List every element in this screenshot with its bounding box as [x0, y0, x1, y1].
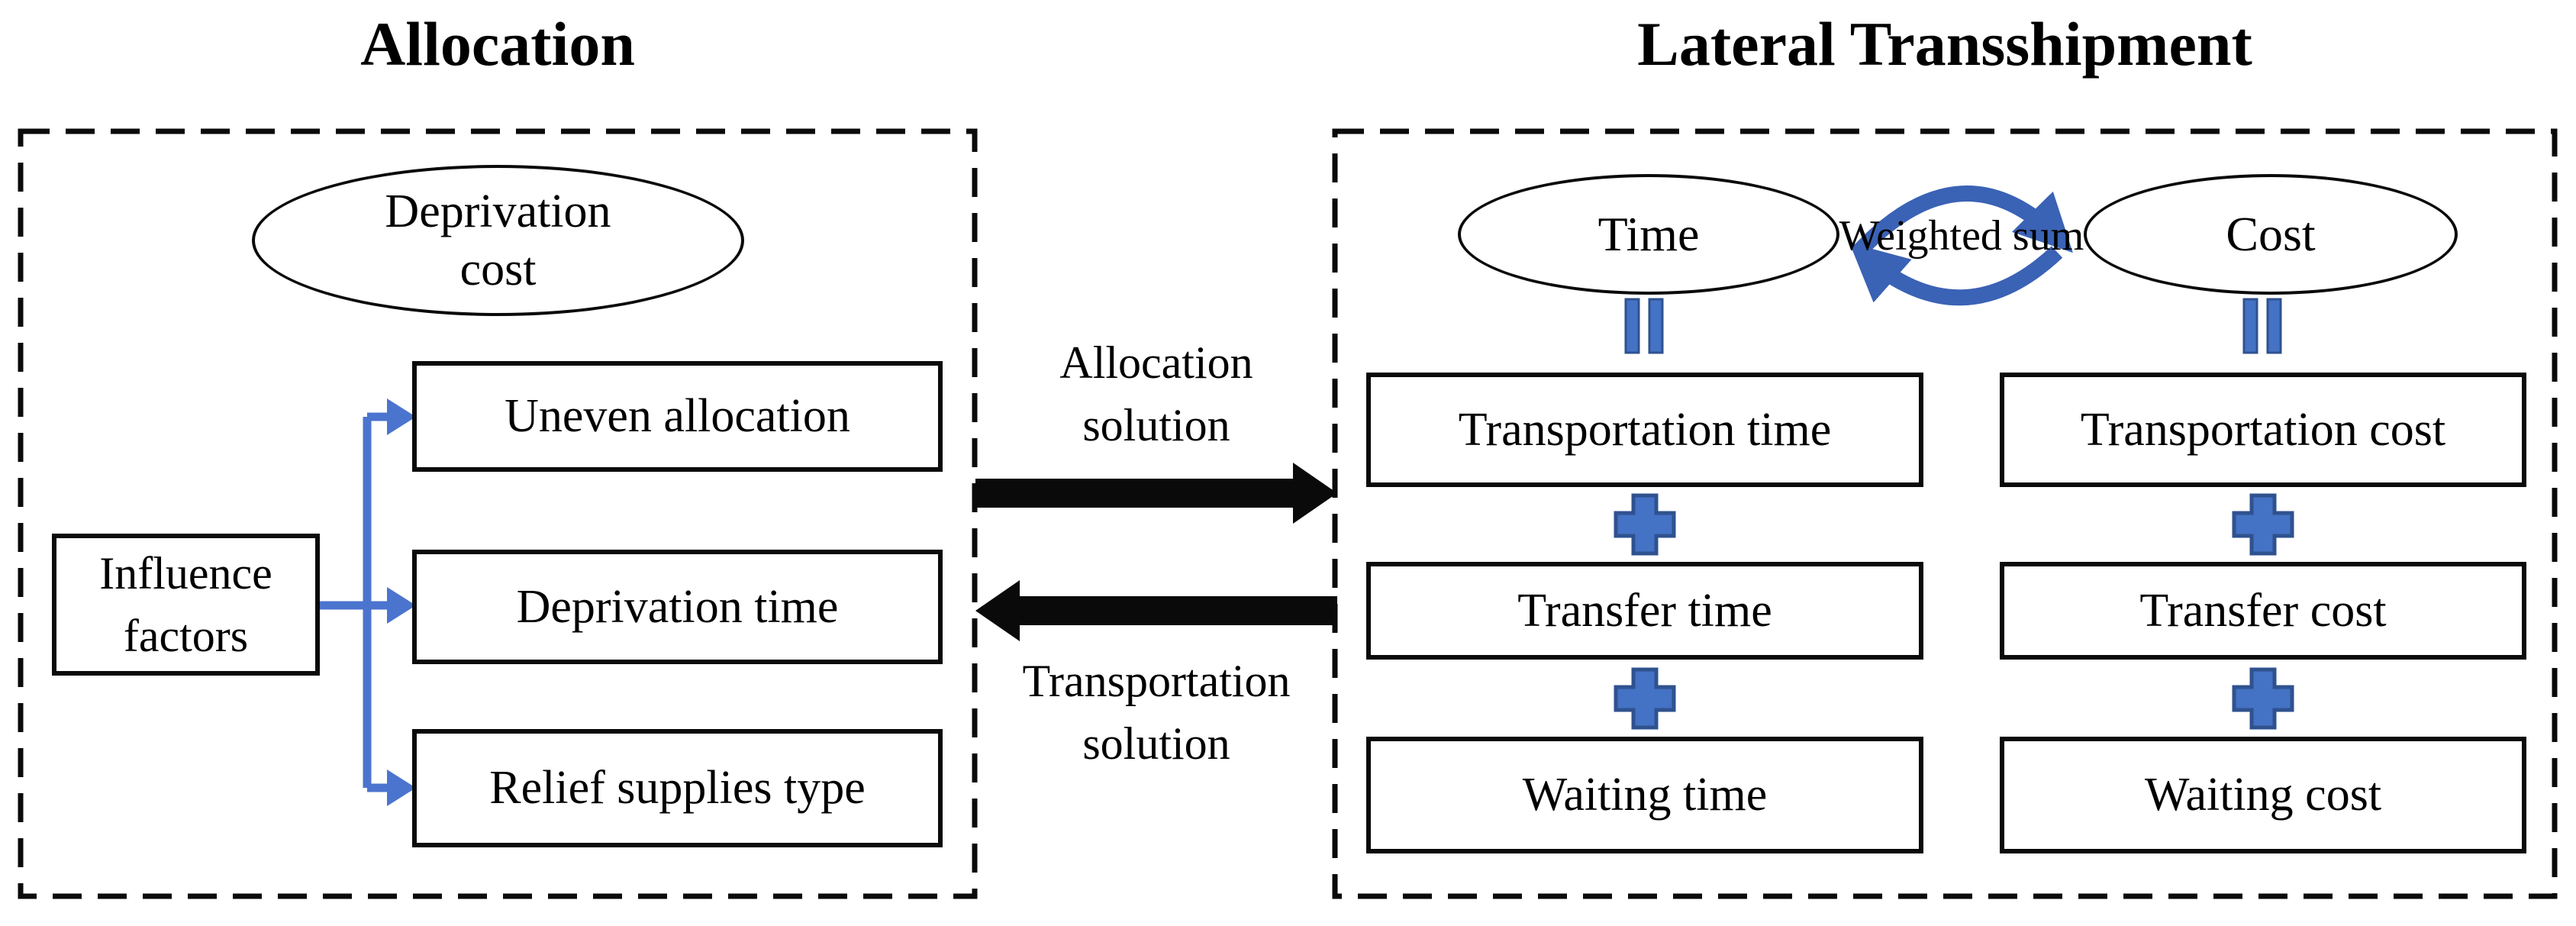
allocation-panel-border [18, 128, 978, 899]
equals-icons [1624, 298, 2282, 354]
transfer-time-box: Transfer time [1366, 562, 1923, 660]
time-label: Time [1598, 207, 1700, 261]
cost-ellipse: Cost [2084, 174, 2458, 295]
deprivation-cost-line1: Deprivation [385, 186, 611, 237]
transportation-solution-line1: Transportation [1022, 656, 1291, 706]
cost-equals-icon [2242, 298, 2258, 354]
plus-icon [2232, 493, 2294, 556]
relief-supplies-type-label: Relief supplies type [489, 762, 866, 814]
lateral-transshipment-title: Lateral Transshipment [1637, 9, 2252, 79]
plus-icon [1614, 493, 1676, 556]
influence-factors-line1: Influence [99, 548, 272, 599]
uneven-allocation-box: Uneven allocation [412, 361, 943, 472]
time-equals-icon [1648, 298, 1664, 354]
waiting-cost-box: Waiting cost [2000, 737, 2526, 853]
relief-supplies-type-box: Relief supplies type [412, 729, 943, 847]
influence-connector-arrowheads [387, 398, 416, 806]
deprivation-time-label: Deprivation time [516, 580, 839, 633]
arrowhead-to-uneven-allocation-icon [387, 398, 416, 435]
waiting-time-label: Waiting time [1522, 769, 1768, 821]
transportation-solution-label: Transportation solution [964, 650, 1349, 775]
deprivation-time-box: Deprivation time [412, 550, 943, 664]
influence-factors-box: Influence factors [52, 534, 320, 676]
allocation-solution-line2: solution [1082, 400, 1230, 450]
cost-equals-icon [2266, 298, 2282, 354]
transportation-solution-line2: solution [1082, 718, 1230, 769]
transshipment-panel-border [1332, 128, 2558, 899]
allocation-solution-label: Allocation solution [975, 331, 1337, 457]
cycle-top-arc-icon [1852, 186, 2073, 258]
deprivation-cost-ellipse: Deprivation cost [252, 165, 744, 316]
transfer-cost-box: Transfer cost [2000, 562, 2526, 660]
transportation-time-label: Transportation time [1458, 403, 1832, 456]
allocation-solution-right-arrow-icon [975, 463, 1337, 524]
transportation-cost-box: Transportation cost [2000, 373, 2526, 487]
transportation-solution-left-arrow-icon [975, 580, 1337, 641]
influence-connector-arrows [320, 412, 388, 792]
transfer-time-label: Transfer time [1517, 584, 1772, 637]
waiting-time-box: Waiting time [1366, 737, 1923, 853]
arrowhead-to-deprivation-time-icon [387, 587, 416, 624]
plus-icon [1614, 667, 1676, 730]
time-ellipse: Time [1458, 174, 1839, 295]
influence-factors-line2: factors [123, 611, 249, 661]
arrowhead-to-relief-supplies-icon [387, 770, 416, 806]
plus-icons [1614, 493, 2294, 730]
allocation-title: Allocation [360, 9, 635, 79]
uneven-allocation-label: Uneven allocation [505, 390, 850, 442]
plus-icon [2232, 667, 2294, 730]
allocation-solution-line1: Allocation [1059, 337, 1253, 388]
cost-label: Cost [2226, 207, 2316, 261]
transportation-cost-label: Transportation cost [2080, 403, 2446, 456]
weighted-sum-cycle-icon [1849, 186, 2073, 306]
transfer-cost-label: Transfer cost [2139, 584, 2387, 637]
transportation-time-box: Transportation time [1366, 373, 1923, 487]
time-equals-icon [1624, 298, 1640, 354]
deprivation-cost-line2: cost [459, 244, 537, 295]
weighted-sum-label: Weighted sum [1839, 212, 2084, 260]
waiting-cost-label: Waiting cost [2144, 769, 2382, 821]
cycle-bottom-arc-icon [1849, 242, 2063, 306]
